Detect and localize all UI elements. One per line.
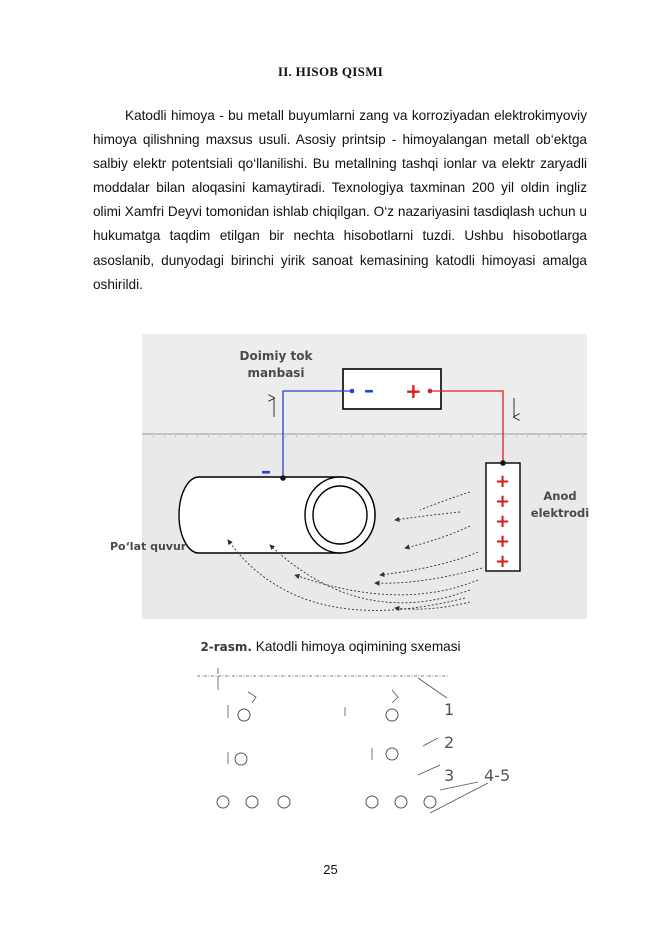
pipe-label: Po‘lat quvur <box>110 540 187 553</box>
source-label-line2: manbasi <box>247 366 304 380</box>
anode-label-line2: elektrodi <box>531 506 589 520</box>
source-minus-sign: – <box>364 378 374 402</box>
source-label-line1: Doimiy tok <box>240 349 314 363</box>
caption-label: 2-rasm. <box>200 640 252 654</box>
anode-plus-signs: + + + + + <box>495 471 510 572</box>
source-plus-sign: + <box>405 379 422 403</box>
soil-current-arrows <box>227 491 483 612</box>
svg-text:+: + <box>495 511 510 532</box>
figure-caption: 2-rasm. Katodli himoya oqimining sxemasi <box>0 639 661 654</box>
section-heading: II. HISOB QISMI <box>277 64 384 79</box>
circles-group <box>216 708 437 809</box>
label-2: 2 <box>444 733 454 752</box>
positive-wire <box>430 390 504 463</box>
power-source-box <box>342 368 442 410</box>
caption-text: Katodli himoya oqimining sxemasi <box>252 639 461 654</box>
svg-text:+: + <box>495 531 510 552</box>
negative-wire <box>282 390 352 478</box>
svg-text:+: + <box>495 491 510 512</box>
pipe-minus-sign: – <box>261 459 271 483</box>
label-1: 1 <box>444 700 454 719</box>
page-number: 25 <box>323 862 338 877</box>
steel-pipe <box>178 476 376 554</box>
anode-label-line1: Anod <box>543 489 576 503</box>
label-3: 3 <box>444 766 454 785</box>
label-4-5: 4-5 <box>484 766 510 785</box>
anode-contact-dot <box>500 460 506 466</box>
body-paragraph: Katodli himoya - bu metall buyumlarni za… <box>93 108 587 292</box>
svg-text:+: + <box>495 471 510 492</box>
svg-text:+: + <box>495 551 510 572</box>
pipe-contact-dot <box>280 475 286 481</box>
